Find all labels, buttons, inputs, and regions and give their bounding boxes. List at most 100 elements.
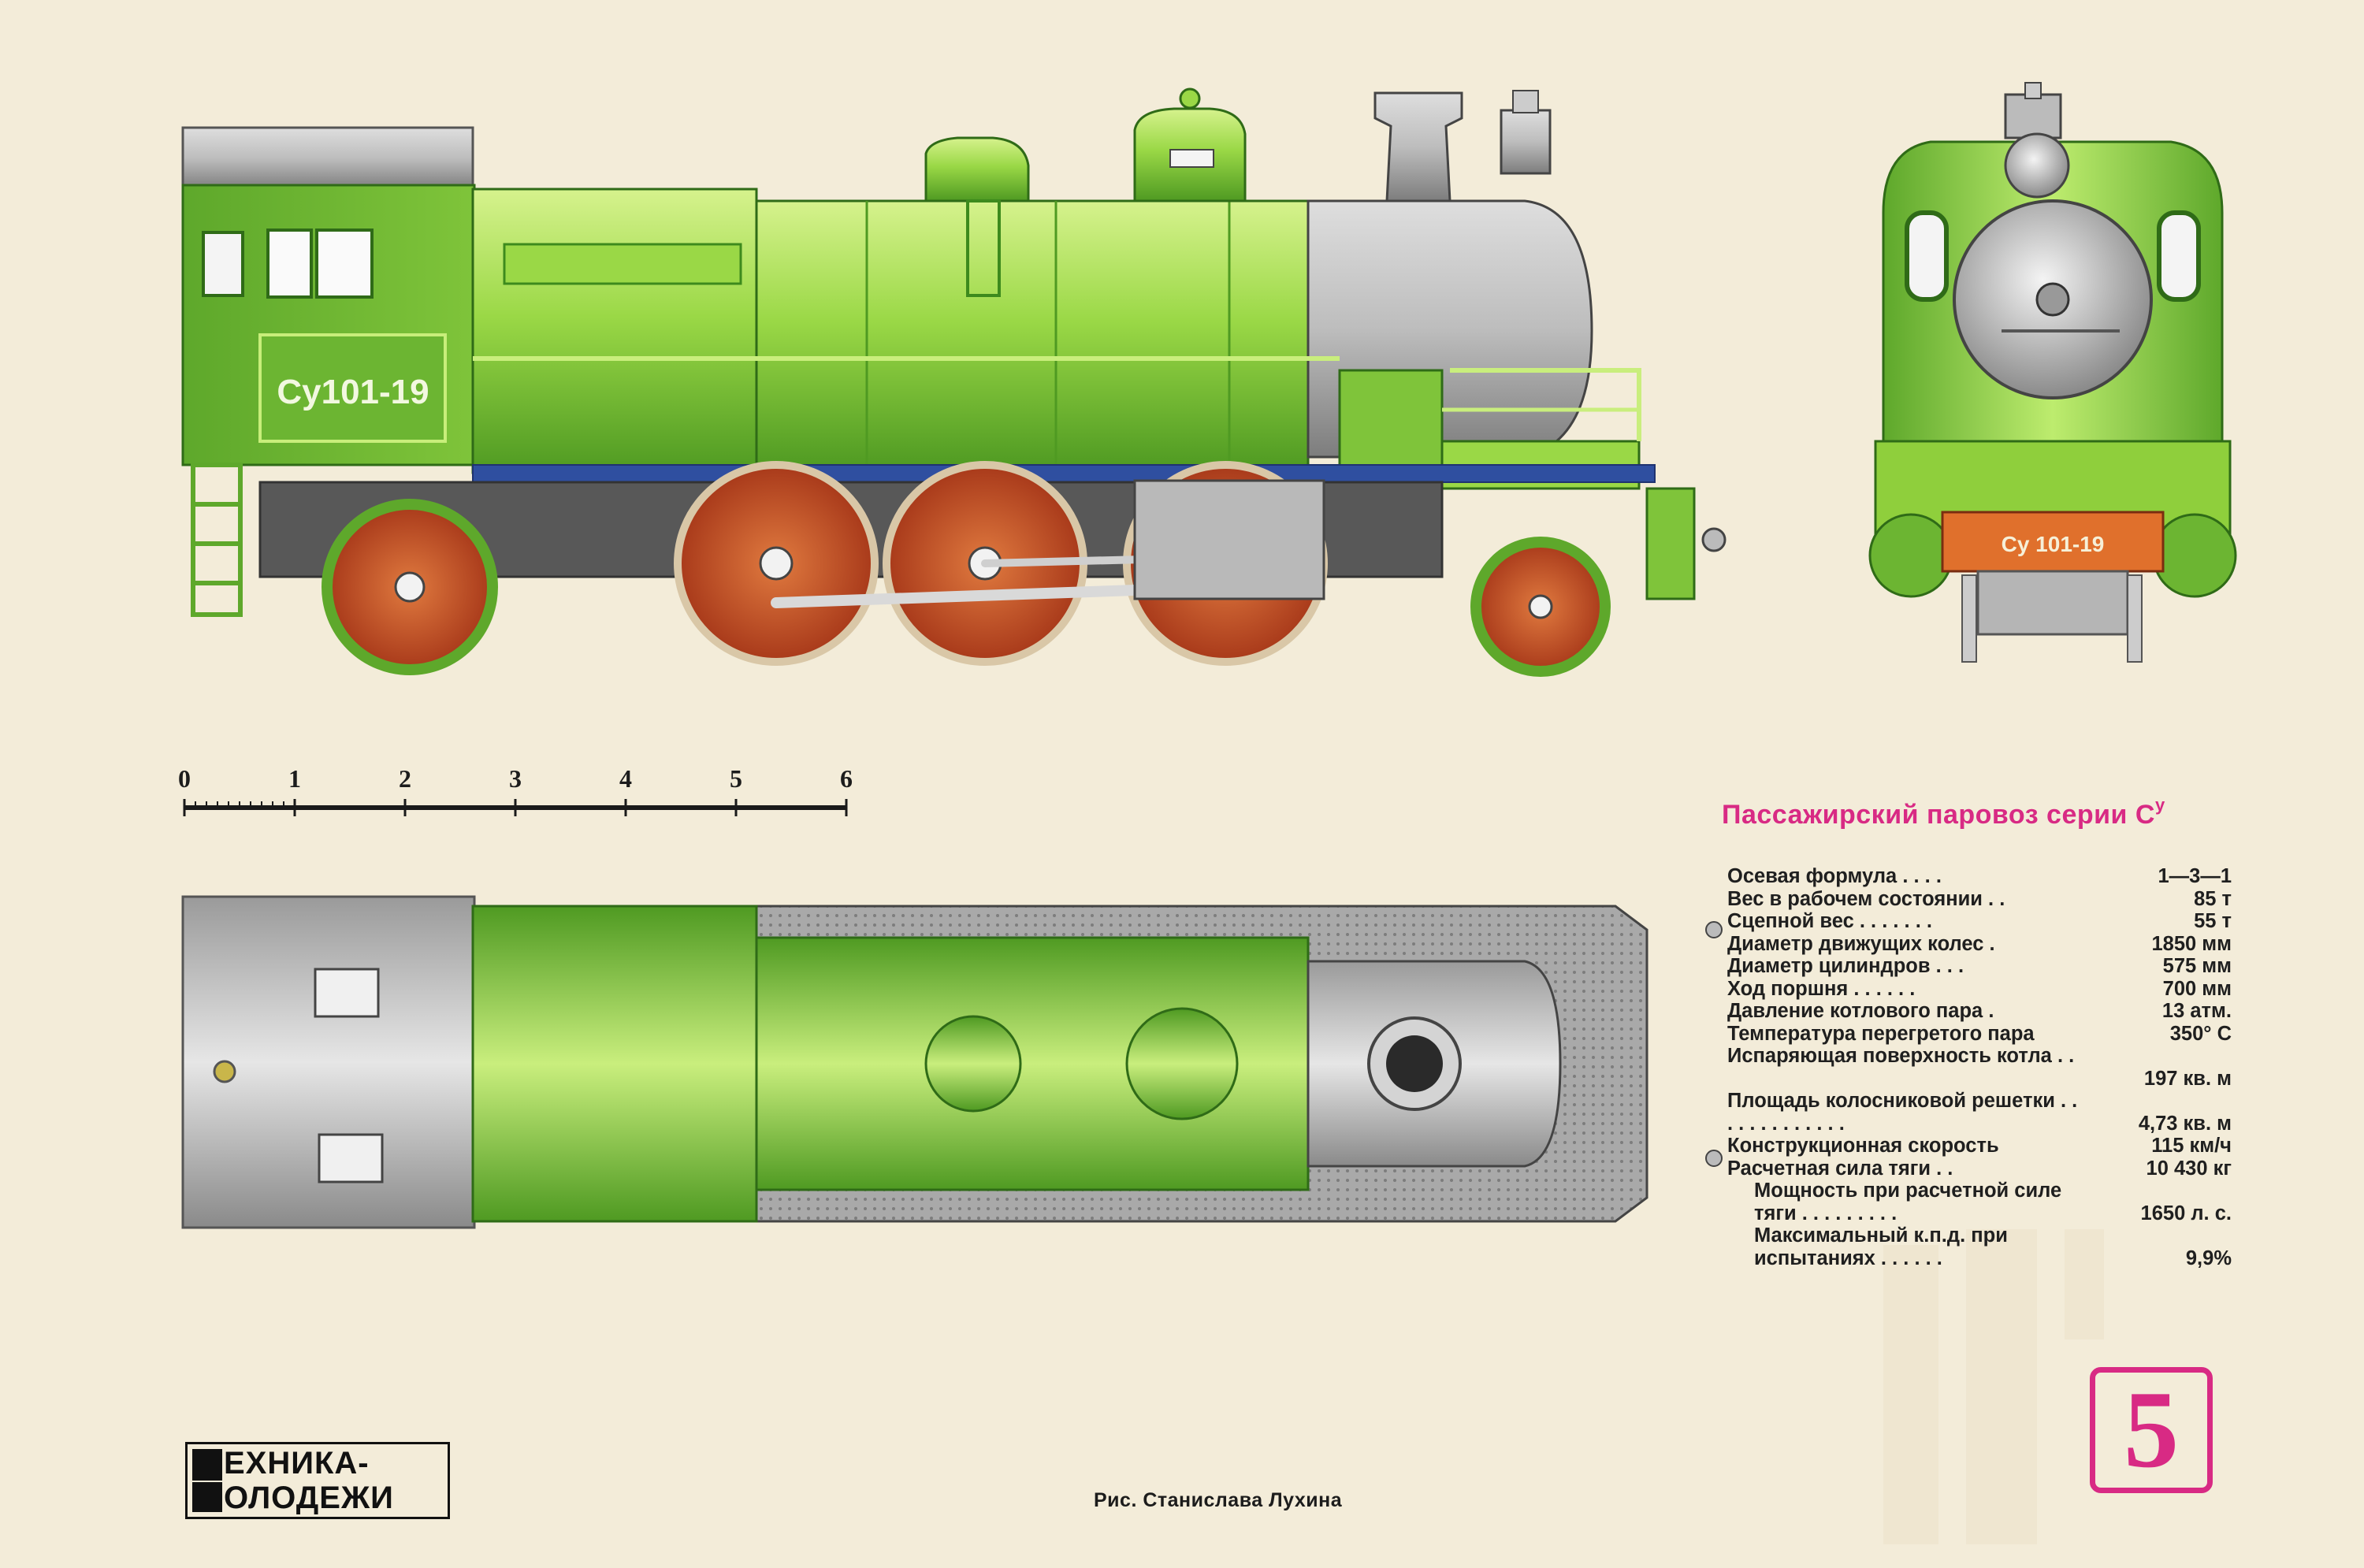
- logo-letter-block: [192, 1482, 222, 1512]
- logo-letter-block: [192, 1449, 222, 1481]
- spec-value: 9,9%: [2185, 1247, 2232, 1269]
- spec-table: Осевая формула . . . . 1—3—1 Вес в рабоче…: [1727, 865, 2232, 1269]
- driving-wheel-1: [674, 461, 879, 666]
- front-window-left: [1905, 210, 1949, 302]
- number-plate-text: Су101-19: [277, 373, 429, 411]
- buffer-beam: [1645, 487, 1696, 600]
- side-view-drawing: Су101-19: [181, 87, 1727, 677]
- spec-row: . . . . . . . . . . . 4,73 кв. м: [1727, 1113, 2232, 1135]
- firebox: [471, 188, 758, 474]
- spec-row: Осевая формула . . . . 1—3—1: [1727, 865, 2232, 888]
- cab-ladder: [191, 463, 243, 617]
- spec-value: [2225, 1045, 2232, 1068]
- spec-label: Диаметр цилиндров . . .: [1727, 955, 1964, 977]
- top-firebox: [471, 905, 758, 1223]
- front-buffer-left: [1868, 513, 1953, 598]
- spec-label: испытаниях . . . . . .: [1754, 1247, 1942, 1269]
- spec-value: [2225, 1180, 2232, 1202]
- spec-label: Диаметр движущих колес .: [1727, 932, 1995, 955]
- scale-tick-label: 5: [730, 764, 742, 793]
- logo-line-1: ЕХНИКА-: [224, 1446, 370, 1481]
- scale-bar: [183, 799, 848, 816]
- spec-value: 350° С: [2169, 1022, 2232, 1045]
- spec-label: Мощность при расчетной силе: [1754, 1180, 2062, 1202]
- scale-tick-label: 0: [178, 764, 191, 793]
- spec-value: 1—3—1: [2158, 865, 2232, 887]
- spec-title-text: Пассажирский паровоз серии С: [1722, 800, 2155, 830]
- top-steam-dome: [924, 1015, 1022, 1113]
- magazine-logo: ЕХНИКА- ОЛОДЕЖИ: [185, 1442, 450, 1519]
- scale-tick-label: 6: [840, 764, 853, 793]
- spec-row: Расчетная сила тяги . . 10 430 кг: [1727, 1157, 2232, 1180]
- spec-label: Максимальный к.п.д. при: [1754, 1224, 2008, 1247]
- scale-tick-label: 3: [509, 764, 522, 793]
- trailing-wheel: [322, 499, 498, 675]
- spec-label: Ход поршня . . . . . .: [1727, 977, 1916, 1000]
- running-board: [472, 464, 1656, 483]
- spec-row: Максимальный к.п.д. при: [1727, 1224, 2232, 1247]
- boiler: [755, 199, 1310, 470]
- top-sand-dome: [1125, 1007, 1239, 1120]
- spec-label: тяги . . . . . . . . .: [1754, 1202, 1898, 1224]
- spec-label: Давление котлового пара .: [1727, 1000, 1994, 1022]
- spec-row: Диаметр цилиндров . . . 575 мм: [1727, 955, 2232, 978]
- cab-roof: [181, 126, 474, 191]
- handrail: [1450, 368, 1641, 441]
- spec-label: Расчетная сила тяги . .: [1727, 1157, 1953, 1180]
- spec-value: [2225, 1224, 2232, 1247]
- scale-tick-label: 1: [288, 764, 301, 793]
- scale-tick-label: 2: [399, 764, 411, 793]
- page-number: 5: [2124, 1369, 2179, 1491]
- leading-wheel: [1470, 537, 1611, 677]
- spec-label: Вес в рабочем состоянии . .: [1727, 887, 2005, 910]
- bleed-through: [1966, 1229, 2037, 1544]
- spec-label: . . . . . . . . . . .: [1727, 1112, 1845, 1135]
- spec-title-superscript: у: [2154, 795, 2165, 815]
- spec-value: 700 мм: [2162, 977, 2232, 1000]
- spec-label: Осевая формула . . . .: [1727, 865, 1942, 887]
- spec-title: Пассажирский паровоз серии Су: [1722, 795, 2321, 830]
- spec-row: Давление котлового пара . 13 атм.: [1727, 1000, 2232, 1023]
- spec-value: 13 атм.: [2161, 1000, 2232, 1022]
- front-view-drawing: Су 101-19: [1868, 82, 2237, 663]
- front-lamp: [2004, 132, 2070, 199]
- spec-label: Температура перегретого пара: [1727, 1022, 2035, 1045]
- spec-row: 197 кв. м: [1727, 1068, 2232, 1091]
- spec-value: 1650 л. с.: [2140, 1202, 2232, 1224]
- top-view-drawing: [181, 895, 1723, 1229]
- spec-row: Вес в рабочем состоянии . . 85 т: [1727, 888, 2232, 911]
- spec-row: Диаметр движущих колес . 1850 мм: [1727, 933, 2232, 956]
- front-window-right: [2157, 210, 2201, 302]
- front-chimney: [2004, 93, 2062, 139]
- chimney: [1373, 91, 1463, 203]
- cylinder: [1133, 479, 1325, 600]
- cab-window: [266, 229, 313, 299]
- cab-window: [202, 231, 244, 297]
- spec-row: Температура перегретого пара 350° С: [1727, 1023, 2232, 1046]
- spec-row: Испаряющая поверхность котла . .: [1727, 1045, 2232, 1068]
- spec-value: 1850 мм: [2151, 932, 2232, 955]
- spec-value: [2225, 1090, 2232, 1113]
- spec-value: 85 т: [2194, 887, 2232, 910]
- spec-value: 4,73 кв. м: [2138, 1112, 2232, 1135]
- spec-label: Испаряющая поверхность котла . .: [1727, 1045, 2075, 1067]
- number-panel: [258, 333, 447, 443]
- spec-value: 55 т: [2194, 910, 2232, 932]
- steam-dome: [924, 136, 1030, 203]
- spec-value: 10 430 кг: [2146, 1157, 2232, 1180]
- front-plate-text: Су 101-19: [2002, 532, 2105, 556]
- bleed-through: [1883, 1245, 1938, 1544]
- front-buffer-beam: [1941, 511, 2165, 573]
- illustration-credit: Рис. Станислава Лухина: [1094, 1489, 1343, 1511]
- spec-row: Площадь колосниковой решетки . .: [1727, 1090, 2232, 1113]
- cab-window: [315, 229, 374, 299]
- spec-label: Площадь колосниковой решетки . .: [1727, 1090, 2078, 1112]
- spec-label: Конструкционная скорость: [1727, 1135, 1999, 1157]
- logo-line-2: ОЛОДЕЖИ: [224, 1481, 394, 1515]
- spec-value: 115 км/ч: [2151, 1135, 2232, 1157]
- spec-row: Мощность при расчетной силе: [1727, 1180, 2232, 1202]
- spec-row: тяги . . . . . . . . . 1650 л. с.: [1727, 1202, 2232, 1225]
- spec-value: 575 мм: [2162, 955, 2232, 977]
- spec-row: Конструкционная скорость 115 км/ч: [1727, 1135, 2232, 1157]
- spec-label: Сцепной вес . . . . . . .: [1727, 910, 1932, 932]
